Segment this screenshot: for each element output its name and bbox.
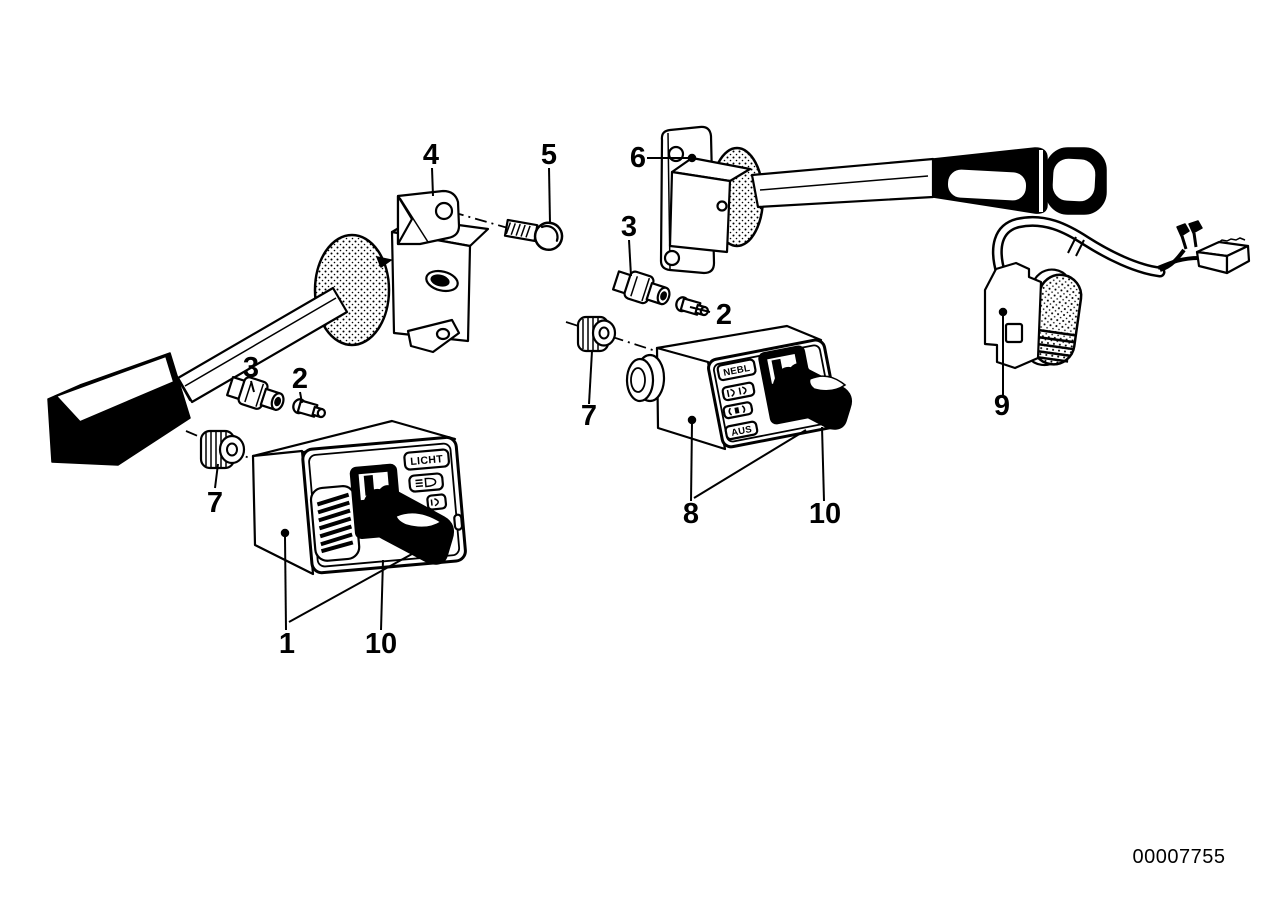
unit1-left-face (251, 449, 315, 576)
callout-7-right: 7 (581, 400, 597, 432)
callout-9: 9 (994, 390, 1010, 422)
fog-light-switch-unit: NEBL AUS (625, 324, 853, 451)
leader-dot-1 (280, 528, 290, 538)
drawing-number: 00007755 (1133, 846, 1226, 868)
bulb-socket-right (611, 270, 671, 306)
foam-gasket-left (313, 233, 391, 347)
unit8-lever-knob (772, 363, 853, 430)
spade-terminal-2 (1188, 220, 1203, 234)
callout-3-left: 3 (243, 352, 259, 384)
callout-5: 5 (541, 139, 557, 171)
parking-light-icon (408, 472, 444, 493)
axis-line-screw (451, 211, 509, 229)
licht-label-plate: LICHT (403, 448, 450, 471)
callout-4: 4 (423, 139, 439, 171)
knurled-nut-right (576, 315, 617, 353)
screw (503, 218, 564, 252)
callout-10-right: 10 (809, 498, 841, 530)
unit1-knob-highlight (395, 511, 443, 529)
position-light-icon (722, 401, 754, 420)
knurled-nut-left (199, 429, 246, 470)
indicator-slot-icon (453, 513, 464, 531)
licht-label: LICHT (410, 453, 444, 468)
callout-1: 1 (279, 628, 295, 660)
dimmer-thumbwheel (309, 485, 361, 562)
callout-2-left: 2 (292, 363, 308, 395)
thumbwheel-switch (983, 215, 1251, 370)
leader-dot-8 (687, 415, 697, 425)
spade-terminal-1 (1176, 223, 1190, 237)
plug-connector (1195, 237, 1251, 275)
leader-dot-9 (998, 307, 1008, 317)
aus-label: AUS (730, 424, 753, 439)
unit8-knob-cylinder (625, 353, 666, 403)
callout-8: 8 (683, 498, 699, 530)
callout-3-right: 3 (621, 211, 637, 243)
callout-10-left: 10 (365, 628, 397, 660)
bulb-socket-left (226, 375, 285, 411)
nebl-label-plate: NEBL (716, 358, 757, 382)
stalk-switch-right (659, 125, 1107, 275)
plate-hole-bottom (663, 249, 681, 267)
bracket-flap-left (406, 318, 461, 354)
pointer-mark (376, 256, 392, 268)
mounting-bracket-left (376, 189, 461, 354)
contact-slot-left (425, 269, 459, 293)
unit8-knob-highlight (808, 375, 847, 392)
callout-7-left: 7 (207, 487, 223, 519)
leader-dot-6 (687, 153, 697, 163)
switch9-body (983, 261, 1043, 370)
lead-wire-terminals (1159, 248, 1186, 272)
aus-label-plate: AUS (724, 420, 759, 441)
callout-labels: 4 5 6 3 2 7 1 10 3 2 7 8 10 9 (207, 139, 1010, 660)
bracket-hole-left (434, 201, 454, 221)
headlight-switch-unit: LICHT (251, 419, 467, 576)
fog-light-icon (721, 381, 756, 402)
nebl-label: NEBL (722, 363, 751, 379)
callout-2-right: 2 (716, 299, 732, 331)
bulb-left (292, 398, 326, 419)
leader-lines (214, 153, 1004, 631)
stalk-switch-left (47, 189, 490, 466)
callout-6: 6 (630, 142, 646, 174)
headlight-icon (426, 493, 448, 511)
switch-body-right (668, 170, 732, 254)
